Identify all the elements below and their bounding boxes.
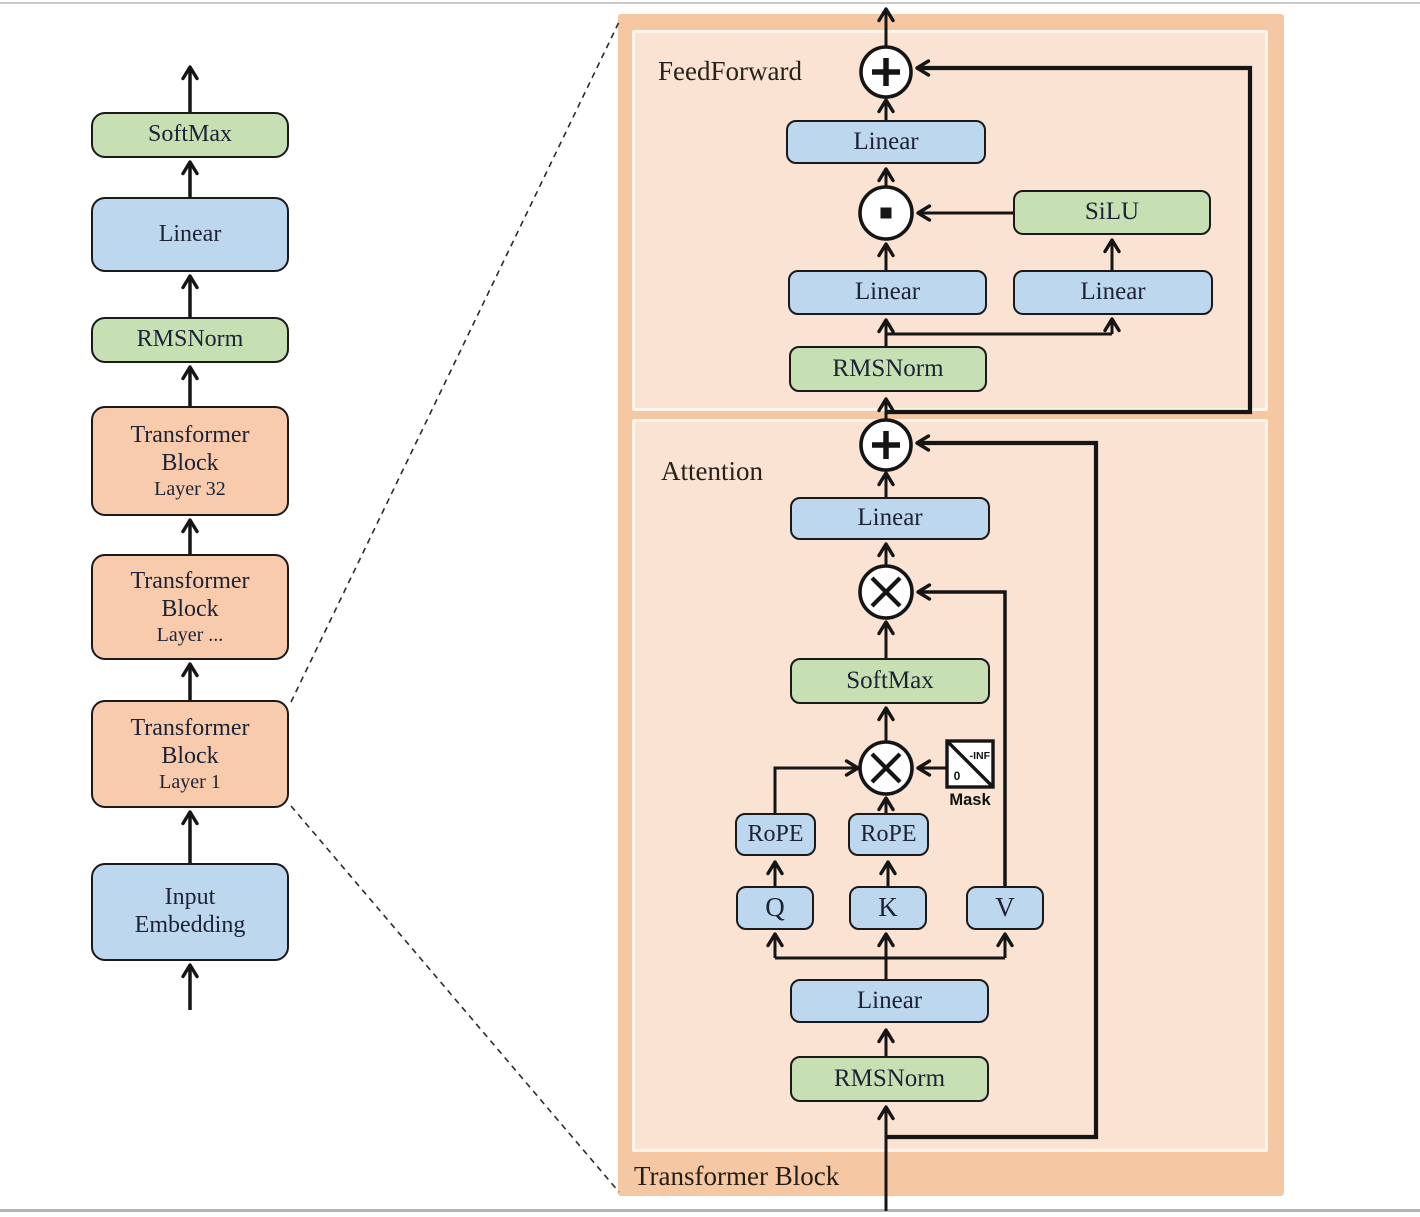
box-label: K [878, 892, 898, 923]
ff-output-linear-box: Linear [786, 120, 986, 164]
box-label: Linear [856, 986, 923, 1014]
box-label: Q [765, 892, 785, 923]
window-top-border [0, 2, 1420, 4]
box-label: V [995, 892, 1015, 923]
block-label: Linear [158, 220, 222, 247]
matmul-icon [858, 740, 914, 796]
attn-query-box: Q [736, 886, 814, 930]
box-label: SiLU [1084, 198, 1140, 226]
box-label: RoPE [860, 820, 917, 847]
block-label: RMSNorm [136, 326, 244, 353]
block-label: SoftMax [148, 121, 232, 148]
dashed-guide-top [290, 21, 620, 703]
left-rmsnorm-block: RMSNorm [91, 317, 289, 363]
left-transformer-block-32: Transformer Block Layer 32 [91, 406, 289, 516]
transformer-block-caption: Transformer Block [634, 1161, 840, 1191]
dashed-guide-bottom [290, 805, 620, 1193]
value-path-line [916, 583, 1007, 886]
block-label: Transformer Block [130, 567, 250, 622]
mask-label: Mask [949, 791, 991, 809]
box-label: SoftMax [846, 666, 934, 694]
box-label: Linear [1080, 278, 1146, 306]
attn-input-linear-box: Linear [790, 979, 989, 1023]
ff-silu-box: SiLU [1013, 190, 1211, 235]
feedforward-arrows [877, 7, 1253, 421]
attention-residual-line [886, 434, 1099, 1140]
box-label: RMSNorm [833, 1064, 946, 1092]
left-linear-block: Linear [91, 197, 289, 272]
mask-icon: -INF 0 Mask [945, 739, 995, 809]
add-icon [859, 418, 913, 472]
window-bottom-border [0, 1209, 1420, 1212]
mask-neg-inf-text: -INF [970, 750, 991, 762]
block-sublabel: Layer ... [156, 624, 224, 647]
box-label: Linear [857, 504, 923, 532]
box-label: Linear [853, 127, 919, 155]
box-label: Linear [854, 278, 921, 306]
elementwise-product-icon [858, 185, 914, 241]
attn-softmax-box: SoftMax [790, 658, 990, 704]
feedforward-residual-line [886, 59, 1253, 415]
attn-rope-q-box: RoPE [735, 813, 816, 856]
add-icon [859, 45, 913, 99]
query-path-line [773, 759, 860, 813]
box-label: RoPE [747, 820, 804, 847]
ff-gate-linear-box: Linear [788, 270, 987, 315]
feedforward-section-label: FeedForward [658, 56, 802, 86]
operator-icons: -INF 0 Mask [858, 45, 995, 809]
attn-rmsnorm-box: RMSNorm [790, 1056, 989, 1102]
zoom-guide-lines [290, 21, 620, 1193]
attn-rope-k-box: RoPE [848, 813, 929, 856]
attn-output-linear-box: Linear [790, 497, 990, 540]
matmul-icon [858, 564, 914, 620]
attn-key-box: K [849, 886, 927, 930]
block-sublabel: Layer 32 [154, 478, 226, 501]
attn-value-box: V [966, 886, 1044, 930]
block-label: Transformer Block [130, 421, 250, 476]
left-input-embedding-block: Input Embedding [91, 863, 289, 961]
ff-rmsnorm-box: RMSNorm [789, 346, 987, 392]
box-label: RMSNorm [832, 354, 944, 382]
left-softmax-block: SoftMax [91, 112, 289, 158]
left-transformer-block-dots: Transformer Block Layer ... [91, 554, 289, 660]
attention-section-label: Attention [661, 456, 763, 486]
mask-zero-text: 0 [954, 769, 961, 783]
ff-up-linear-box: Linear [1013, 270, 1213, 315]
block-sublabel: Layer 1 [159, 771, 221, 794]
left-transformer-block-1: Transformer Block Layer 1 [91, 700, 289, 808]
attention-arrows [766, 434, 1099, 1211]
block-label: Input Embedding [134, 884, 246, 938]
block-label: Transformer Block [130, 714, 250, 769]
